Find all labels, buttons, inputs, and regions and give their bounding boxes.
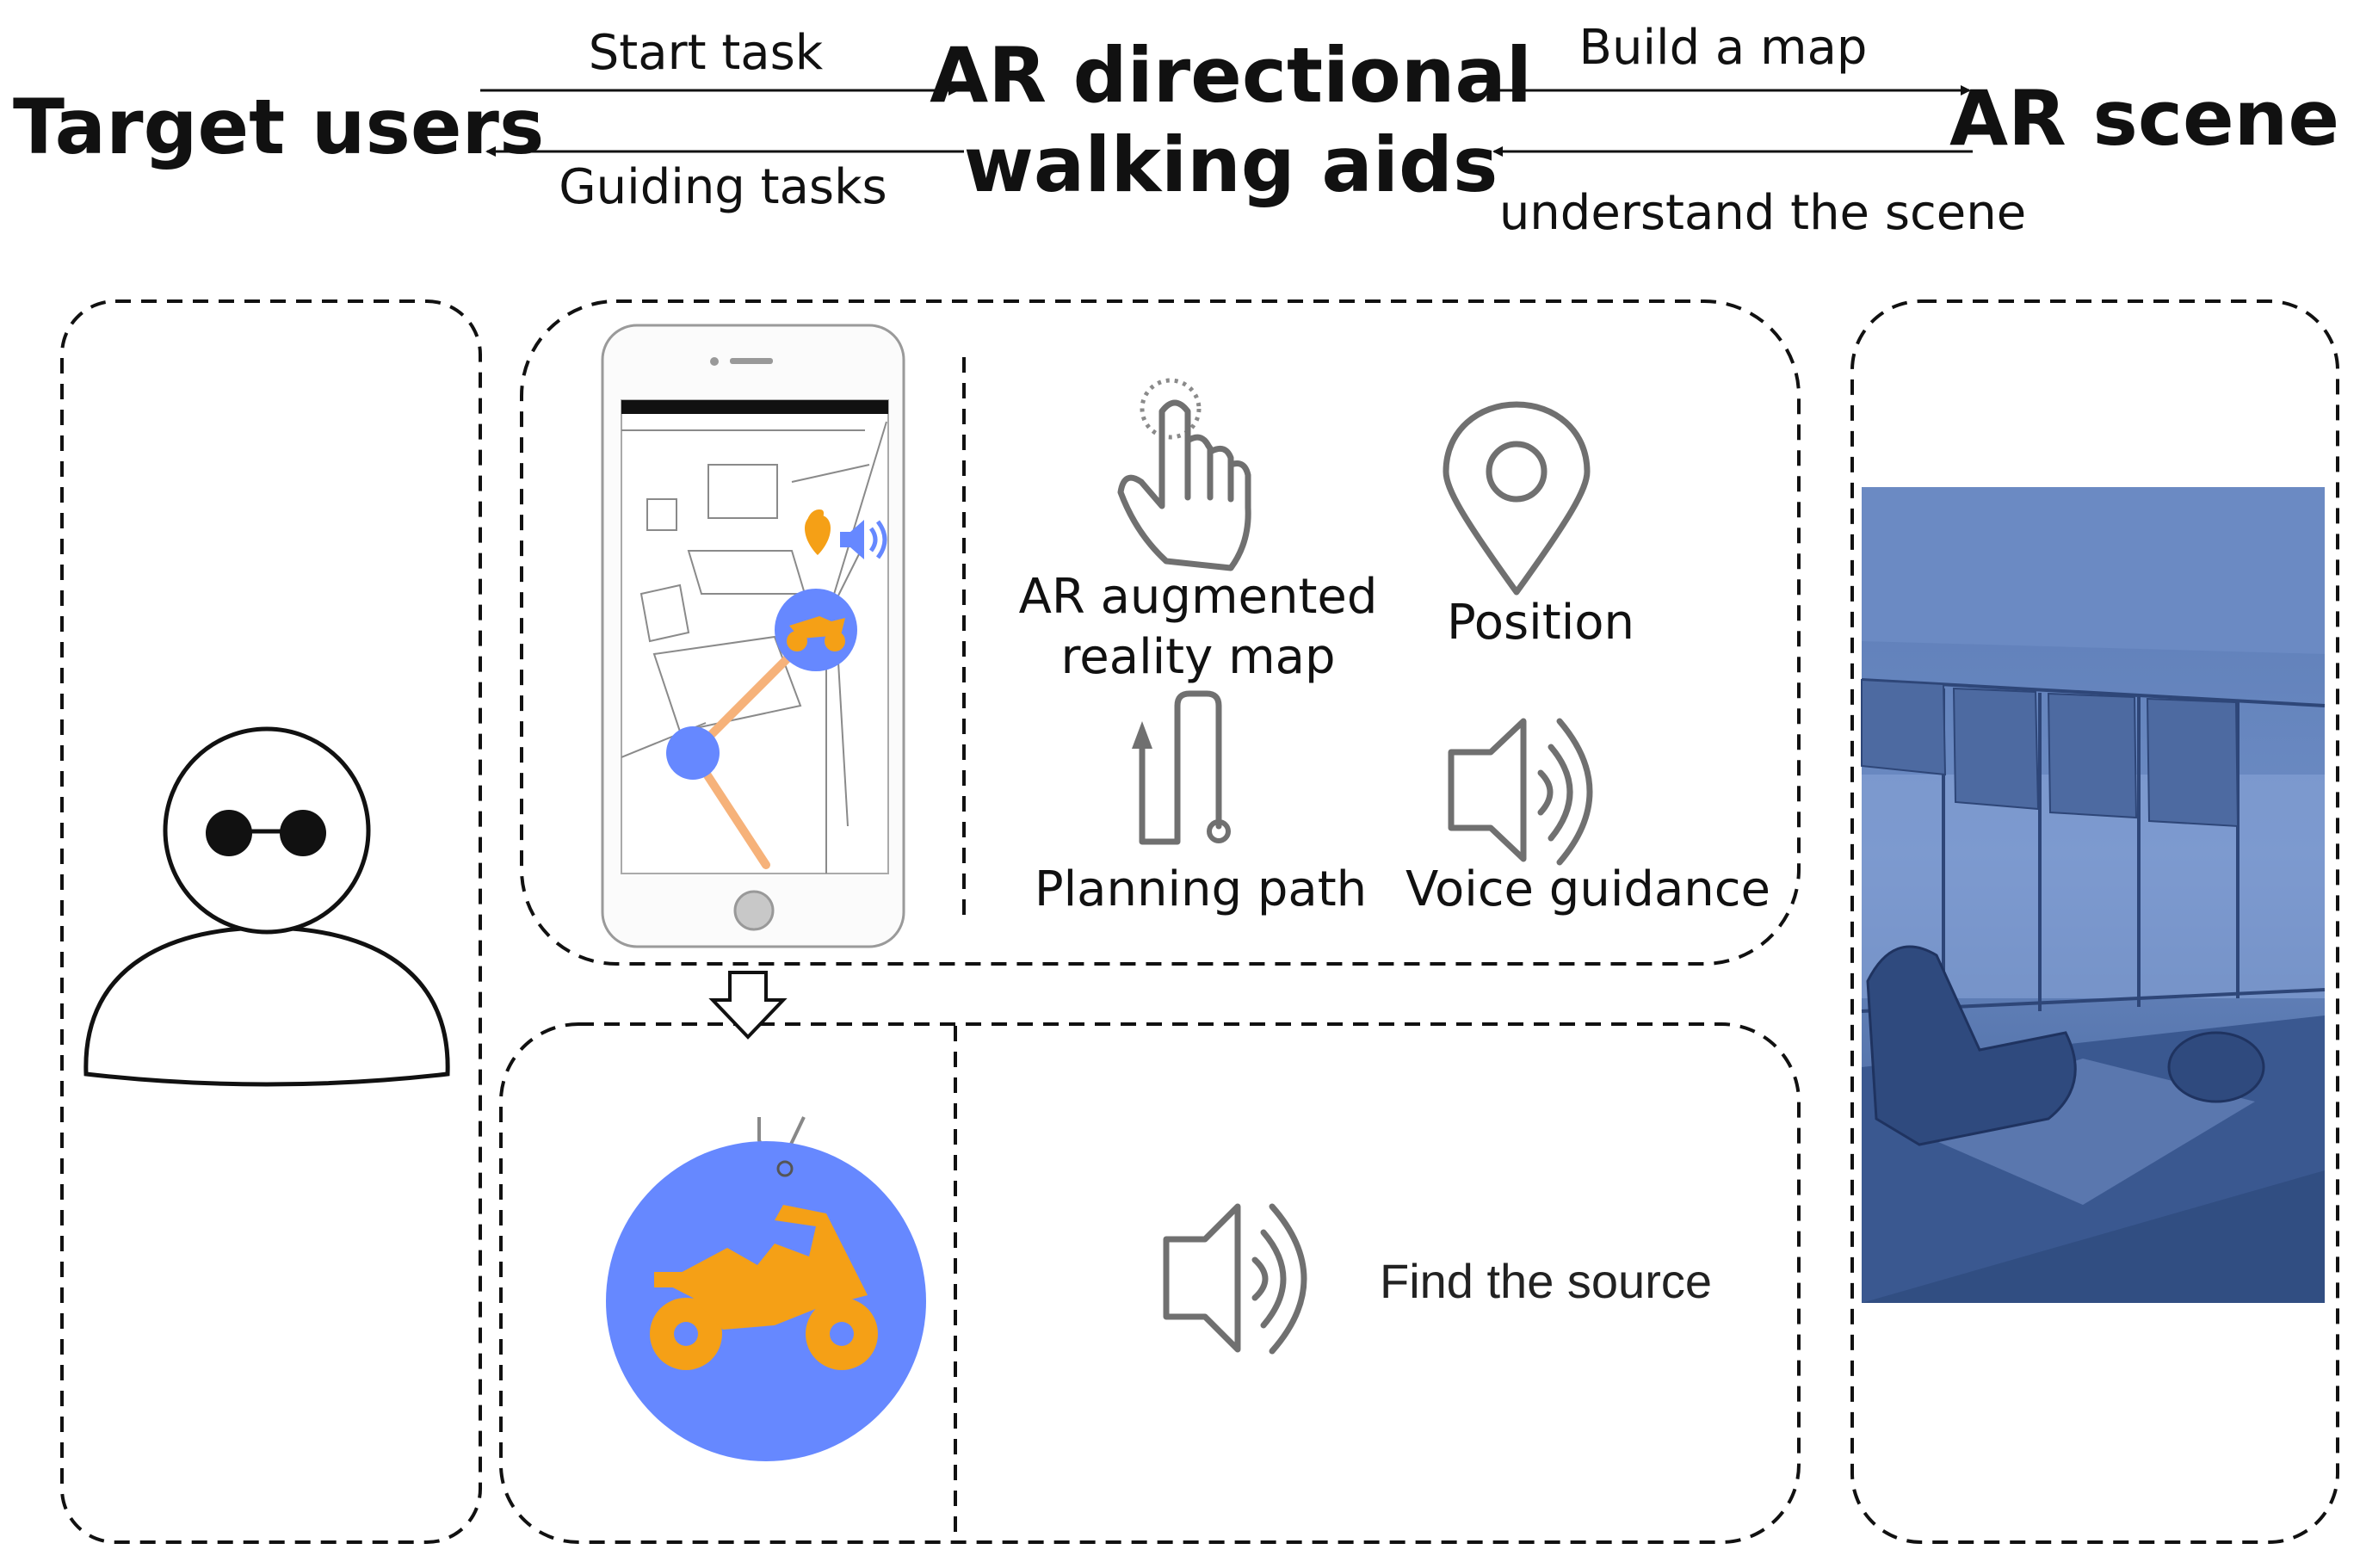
ar-walking-aids-title-line1: AR directional	[930, 31, 1532, 120]
ar-scene-image	[1861, 487, 2326, 1303]
planning-path-icon	[1132, 690, 1231, 845]
hand-tap-icon	[1117, 378, 1251, 571]
start-task-label: Start task	[589, 25, 824, 81]
ar-map-label-line2: reality map	[1061, 629, 1336, 685]
target-users-panel	[60, 299, 482, 1544]
voice-guidance-label: Voice guidance	[1405, 861, 1770, 917]
user-location-dot	[666, 726, 720, 780]
blind-user-icon	[83, 726, 450, 1087]
guiding-tasks-label: Guiding tasks	[559, 159, 887, 215]
planning-path-label: Planning path	[1035, 861, 1367, 917]
ar-map-label-line1: AR augmented	[1019, 569, 1378, 625]
smartphone-mockup	[601, 324, 905, 948]
speaker-mini-icon	[840, 520, 887, 559]
find-source-label: Find the source	[1380, 1254, 1712, 1308]
ar-walking-aids-title-line2: walking aids	[964, 120, 1498, 209]
location-pin-icon	[1443, 401, 1591, 596]
ar-scene-panel	[1850, 299, 2339, 1544]
device-panel	[499, 1022, 1801, 1544]
ar-app-panel	[520, 299, 1801, 966]
build-map-label: Build a map	[1579, 20, 1868, 76]
find-source-speaker-icon	[1163, 1203, 1307, 1355]
voice-speaker-icon	[1448, 718, 1593, 866]
down-arrow-icon	[708, 971, 788, 1040]
motorcycle-mini-icon	[787, 616, 845, 651]
motorcycle-icon	[650, 1205, 878, 1370]
target-users-title: Target users	[13, 83, 544, 171]
position-label: Position	[1447, 595, 1634, 651]
ar-scene-title: AR scene	[1949, 74, 2339, 163]
understand-scene-label: understand the scene	[1499, 185, 2026, 241]
